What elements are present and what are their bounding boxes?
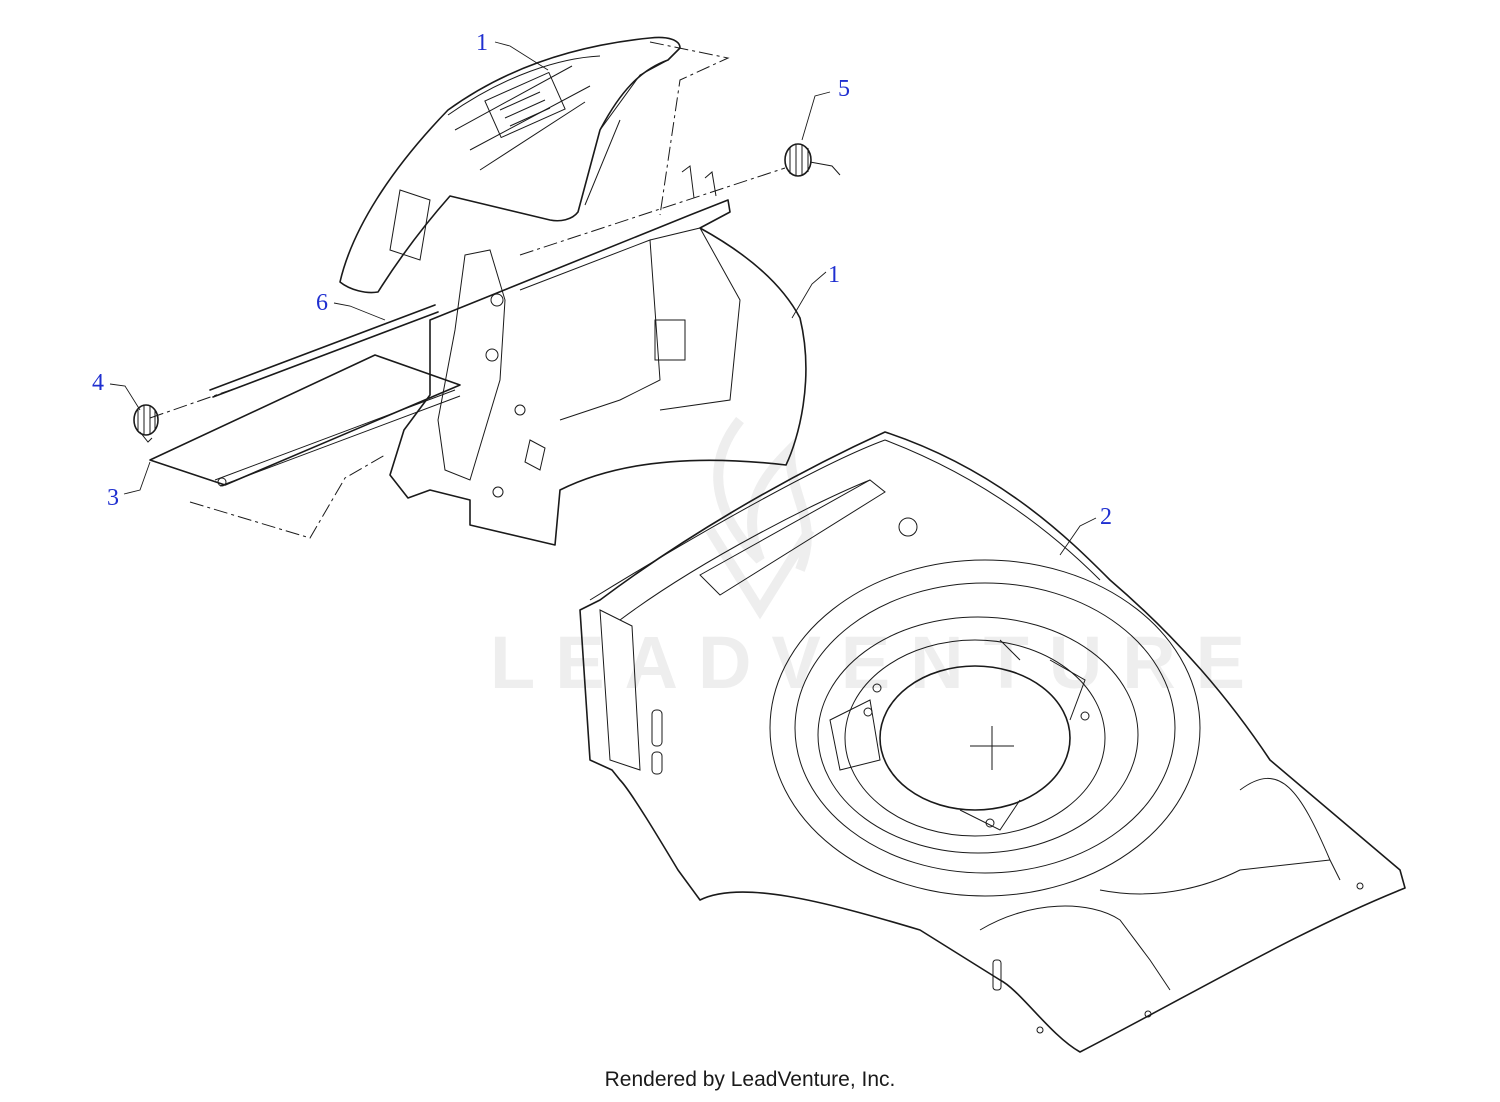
callout-4-spring: 4 — [92, 370, 104, 396]
callout-1-baffle: 1 — [828, 262, 840, 288]
callout-5-spring: 5 — [838, 76, 850, 102]
part-2-mower-deck — [579, 431, 1406, 1053]
part-5-spring — [784, 143, 841, 177]
part-6-hinge-rod — [209, 304, 439, 398]
callout-6-rod: 6 — [316, 290, 328, 316]
watermark-text: LEADVENTURE — [490, 621, 1265, 704]
part-4-spring — [133, 404, 159, 443]
part-1-rear-baffle — [389, 165, 807, 546]
rendered-by-caption: Rendered by LeadVenture, Inc. — [604, 1068, 896, 1091]
callout-3-flap: 3 — [107, 485, 119, 511]
part-3-rear-flap — [149, 354, 461, 487]
callout-labels: 1 1 2 3 4 5 6 — [92, 30, 1112, 530]
callout-1-hood: 1 — [476, 30, 488, 56]
assembly-guide-lines — [149, 41, 786, 539]
watermark-logo — [705, 416, 815, 620]
callout-2-deck: 2 — [1100, 504, 1112, 530]
leader-lines — [109, 41, 1097, 556]
part-1-rear-hood — [339, 36, 681, 294]
